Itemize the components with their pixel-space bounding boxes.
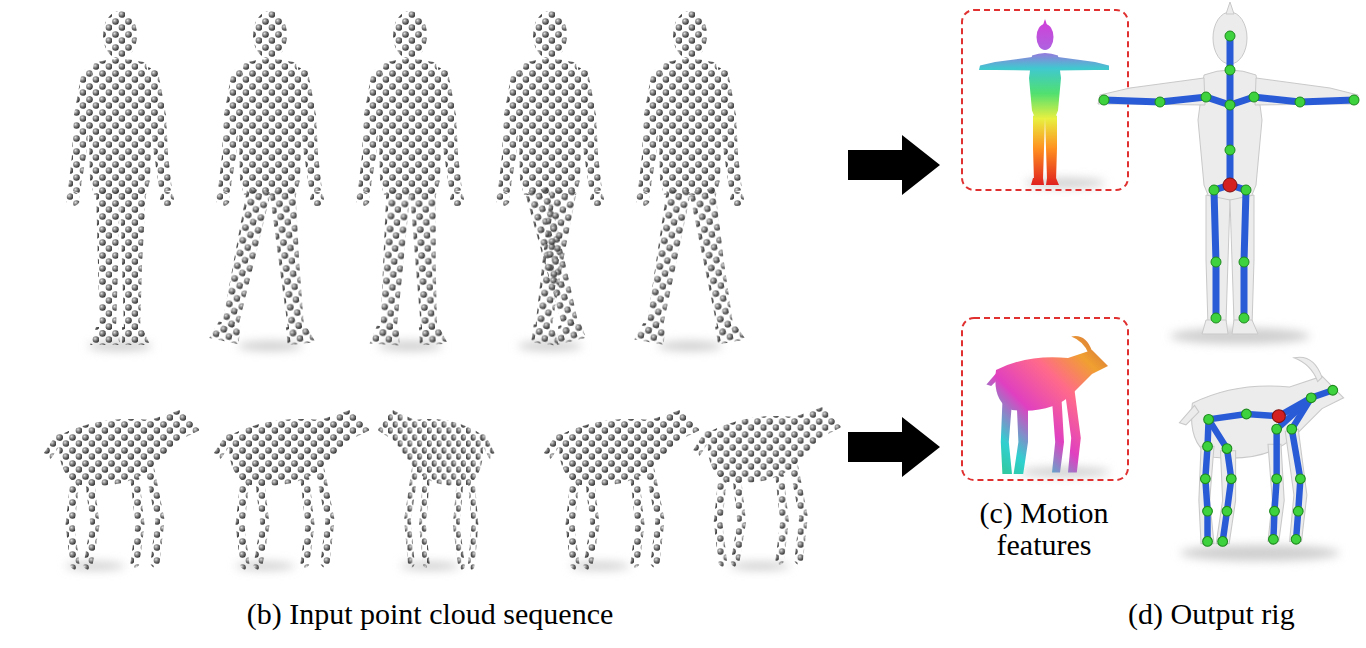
figure-caption: (c) Motion features [958, 497, 1130, 562]
goat-point-cloud [48, 407, 842, 565]
flow-arrow [848, 135, 940, 477]
inset-frame [962, 10, 1128, 190]
figure-caption: (b) Input point cloud sequence [130, 598, 730, 630]
motion-feature-goat [986, 336, 1108, 474]
human-skeleton [1099, 31, 1359, 323]
ground-shadow [65, 178, 1340, 570]
goat-skeleton [1201, 385, 1338, 546]
goat-mesh [1179, 357, 1343, 543]
motion-feature-human [979, 19, 1109, 185]
human-point-cloud [66, 11, 746, 346]
human-mesh [1098, 2, 1358, 334]
inset-frame [962, 318, 1128, 480]
figure-caption: (d) Output rig [1128, 598, 1360, 630]
